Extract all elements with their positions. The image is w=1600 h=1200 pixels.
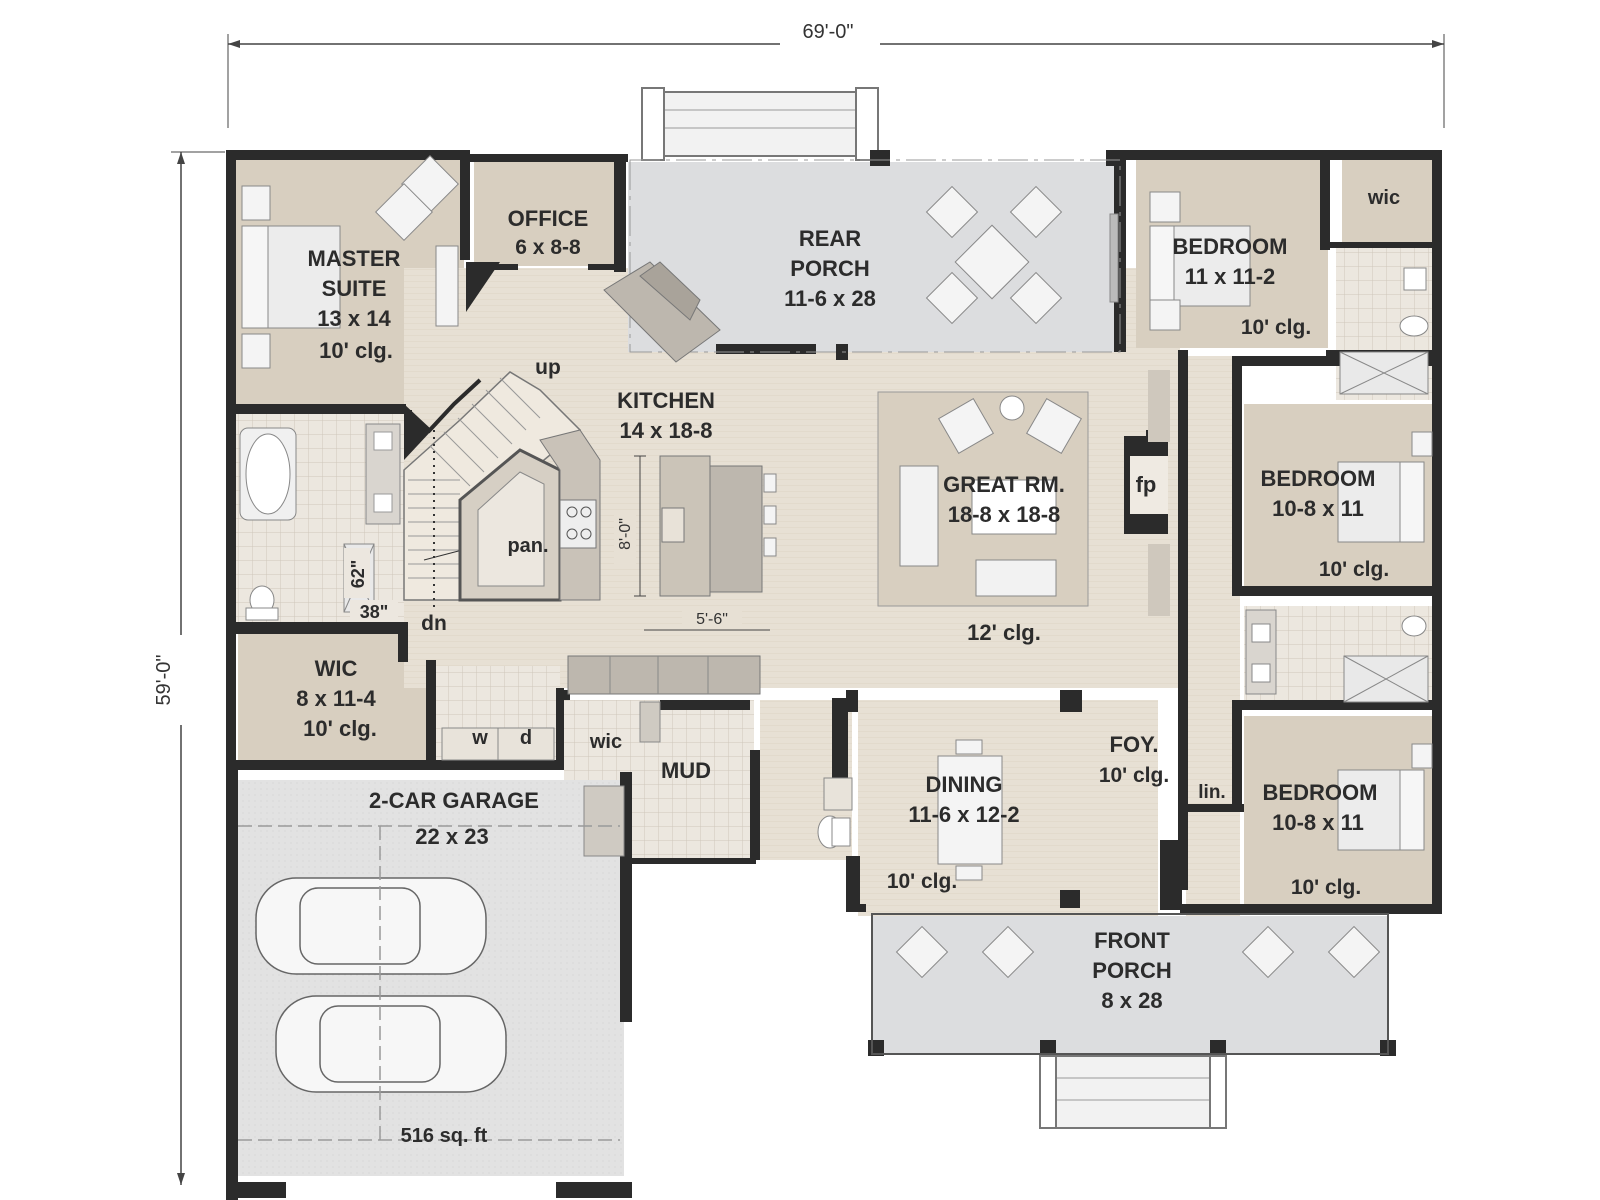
bedroom1-label: BEDROOM bbox=[1173, 234, 1288, 259]
front-porch-size: 8 x 28 bbox=[1101, 988, 1162, 1013]
island-length-label: 8'-0" bbox=[617, 518, 634, 550]
rear-porch-furniture bbox=[925, 185, 1119, 325]
great-room-label: GREAT RM. bbox=[943, 472, 1065, 497]
front-porch-label-1: FRONT bbox=[1094, 928, 1170, 953]
rear-porch-label-2: PORCH bbox=[790, 256, 869, 281]
garage-label: 2-CAR GARAGE bbox=[369, 788, 539, 813]
bedroom3-label: BEDROOM bbox=[1263, 780, 1378, 805]
rear-porch-size: 11-6 x 28 bbox=[784, 286, 876, 311]
aisle-label: 5'-6" bbox=[696, 611, 728, 628]
hallway-floor bbox=[1186, 356, 1240, 916]
bedroom3-size: 10-8 x 11 bbox=[1272, 810, 1364, 835]
master-label-2: SUITE bbox=[322, 276, 387, 301]
fireplace-label: fp bbox=[1136, 472, 1157, 497]
kitchen-size: 14 x 18-8 bbox=[620, 418, 713, 443]
mud-label: MUD bbox=[661, 758, 711, 783]
bedroom2-label: BEDROOM bbox=[1261, 466, 1376, 491]
bedroom3-ceiling: 10' clg. bbox=[1291, 876, 1361, 899]
pantry-label: pan. bbox=[507, 535, 548, 557]
walls bbox=[226, 150, 1442, 1200]
office-size: 6 x 8-8 bbox=[515, 236, 581, 259]
bed1-wic-floor bbox=[1342, 160, 1434, 242]
rear-steps bbox=[641, 87, 879, 161]
office-floor bbox=[474, 160, 616, 266]
dining-table bbox=[937, 739, 1003, 881]
front-porch-floor bbox=[872, 916, 1388, 1054]
pantry bbox=[458, 429, 601, 602]
dryer-label: d bbox=[520, 727, 532, 749]
front-steps bbox=[1039, 1055, 1227, 1129]
width-label: 69'-0" bbox=[803, 21, 854, 43]
front-porch-chairs bbox=[895, 925, 1381, 979]
master-wic-ceiling: 10' clg. bbox=[303, 716, 377, 741]
dining-ceiling: 10' clg. bbox=[887, 870, 957, 893]
foyer-label: FOY. bbox=[1110, 732, 1159, 757]
mud-fixtures bbox=[441, 701, 853, 857]
office-label: OFFICE bbox=[508, 206, 589, 231]
shower-width-label: 38" bbox=[360, 602, 389, 622]
master-size: 13 x 14 bbox=[317, 306, 391, 331]
dining-floor bbox=[858, 700, 1158, 916]
master-wic-size: 8 x 11-4 bbox=[296, 686, 376, 711]
great-room-ceiling: 12' clg. bbox=[967, 620, 1041, 645]
depth-dimension: 59'-0" bbox=[153, 151, 225, 1185]
stairs-down-label: dn bbox=[421, 612, 447, 635]
washer-label: w bbox=[471, 727, 488, 749]
dining-size: 11-6 x 12-2 bbox=[908, 802, 1019, 827]
bedroom1-ceiling: 10' clg. bbox=[1241, 316, 1311, 339]
master-label-1: MASTER bbox=[308, 246, 401, 271]
depth-label: 59'-0" bbox=[153, 655, 175, 706]
master-wic-label: WIC bbox=[315, 656, 358, 681]
garage-area: 516 sq. ft bbox=[401, 1125, 488, 1147]
bedroom1-size: 11 x 11-2 bbox=[1185, 264, 1276, 289]
bed1-wic-label: wic bbox=[1367, 187, 1400, 209]
master-ceiling: 10' clg. bbox=[319, 338, 393, 363]
kitchen-island: 8'-0" 5'-6" bbox=[567, 455, 777, 695]
linen-label: lin. bbox=[1198, 782, 1225, 803]
kitchen-label: KITCHEN bbox=[617, 388, 715, 413]
master-bed bbox=[241, 155, 459, 369]
garage-cars bbox=[238, 825, 620, 1141]
rear-porch-label-1: REAR bbox=[799, 226, 861, 251]
garage-size: 22 x 23 bbox=[415, 824, 488, 849]
foyer-ceiling: 10' clg. bbox=[1099, 764, 1169, 787]
bedroom2-ceiling: 10' clg. bbox=[1319, 558, 1389, 581]
bedroom-furniture bbox=[1149, 191, 1433, 851]
great-room-furniture bbox=[877, 370, 1170, 616]
shower-length-label: 62" bbox=[348, 560, 368, 589]
bedroom2-size: 10-8 x 11 bbox=[1272, 496, 1364, 521]
room-labels: MASTER SUITE 13 x 14 10' clg. OFFICE 6 x… bbox=[296, 187, 1400, 1147]
kitchen-diagonal-counter bbox=[603, 261, 721, 363]
garage-floor bbox=[238, 780, 624, 1176]
great-room-size: 18-8 x 18-8 bbox=[948, 502, 1061, 527]
mud-wic-label: wic bbox=[589, 731, 622, 753]
width-dimension: 69'-0" bbox=[227, 21, 1445, 128]
dining-label: DINING bbox=[926, 772, 1003, 797]
stairs-up-label: up bbox=[535, 356, 561, 379]
front-porch-label-2: PORCH bbox=[1092, 958, 1171, 983]
master-wic-floor bbox=[238, 634, 428, 760]
